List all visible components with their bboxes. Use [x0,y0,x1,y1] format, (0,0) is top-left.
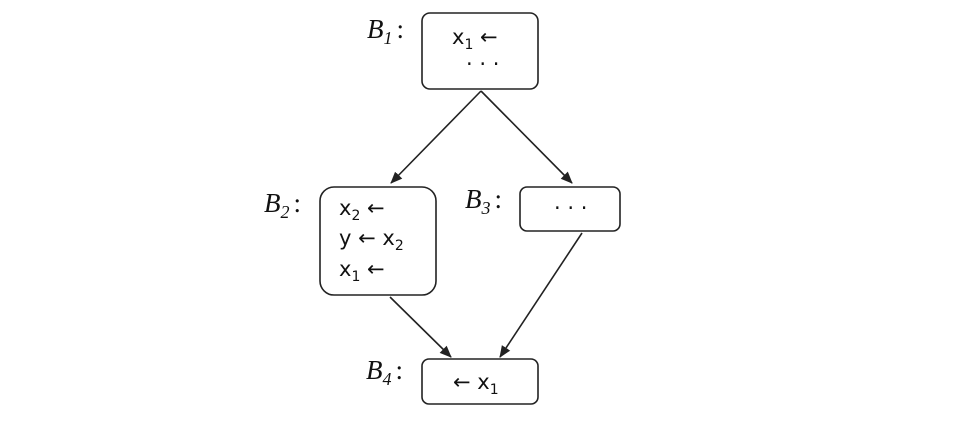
block-b2-label: B2: [264,188,301,222]
code-segment: ← [360,257,384,281]
edge-b2-to-b4 [389,296,452,358]
code-segment: 2 [395,238,404,254]
block-b1-box [421,12,539,90]
block-b2-box [319,186,437,296]
block-b3-label: B3: [465,184,502,218]
edge-b1-to-b3 [480,90,573,184]
edge-b1-to-b2 [390,90,482,184]
code-segment: x [452,25,464,49]
code-segment: x [339,257,351,281]
block-b1-code: x1 ← · · · [452,25,499,76]
block-b3: B3: · · · [465,184,621,232]
code-segment: · · · [554,196,587,220]
code-segment: 1 [464,37,473,53]
code-segment: y ← x [339,226,395,250]
block-b4: B4: ← x1 [366,355,539,405]
code-segment: 1 [351,269,360,285]
block-b3-code: · · · [554,196,587,220]
code-segment: · · · [466,52,499,76]
code-segment: ← x [453,370,490,394]
code-segment: x [339,196,351,220]
edge-b3-to-b4 [499,232,583,358]
edges-layer [389,90,583,358]
code-segment: ← [473,25,497,49]
code-segment: 2 [351,208,360,224]
block-b1-label: B1: [367,14,404,48]
block-b4-code: ← x1 [453,370,499,398]
code-segment: 1 [490,382,499,398]
block-b4-box [421,358,539,405]
code-segment: ← [360,196,384,220]
block-b4-label: B4: [366,355,403,389]
block-b3-box [519,186,621,232]
block-b1: B1: x1 ← · · · [367,12,539,90]
